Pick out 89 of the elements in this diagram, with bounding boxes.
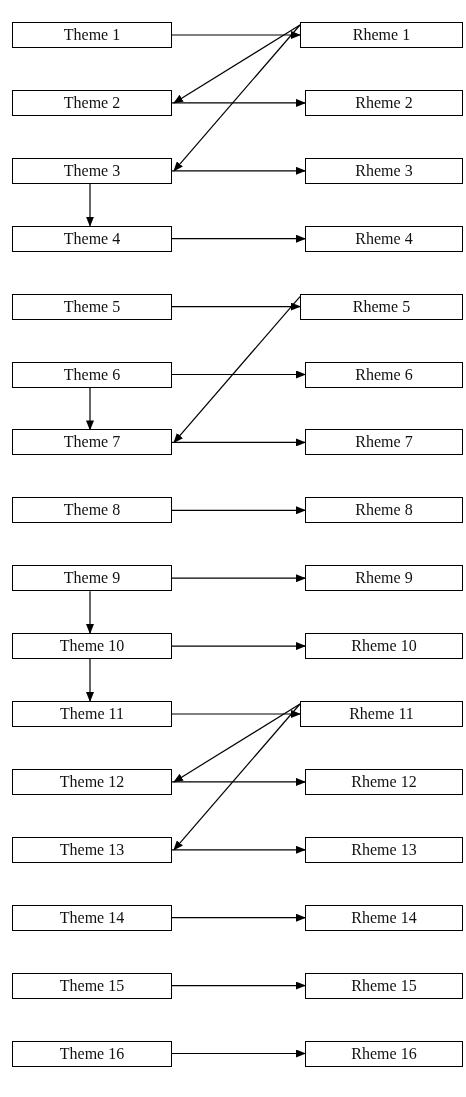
arrow xyxy=(86,183,94,227)
rheme-box xyxy=(305,972,463,999)
arrow xyxy=(173,703,301,851)
arrow xyxy=(171,913,306,922)
box-label: Rheme 3 xyxy=(355,161,413,180)
rheme-box xyxy=(305,565,463,592)
theme-box xyxy=(12,89,172,116)
rheme-box xyxy=(305,429,463,456)
box-label: Rheme 12 xyxy=(351,772,417,791)
arrow xyxy=(173,24,301,104)
theme-box xyxy=(12,497,172,524)
rheme-box xyxy=(300,701,463,727)
arrow xyxy=(171,31,301,39)
box-label: Theme 5 xyxy=(63,297,121,316)
box-label: Rheme 2 xyxy=(355,93,413,112)
arrow xyxy=(173,296,301,444)
rheme-box xyxy=(305,768,463,795)
box-label: Rheme 7 xyxy=(355,433,413,452)
box-label: Theme 10 xyxy=(59,637,125,656)
box-label: Rheme 8 xyxy=(355,501,413,520)
arrow xyxy=(171,438,306,447)
rheme-box xyxy=(300,293,463,320)
box-label: Rheme 4 xyxy=(355,229,413,248)
rheme-box xyxy=(305,633,463,660)
theme-box xyxy=(12,22,172,48)
box-label: Rheme 13 xyxy=(351,840,417,859)
arrow xyxy=(86,658,94,702)
box-label: Theme 16 xyxy=(59,1044,125,1063)
box-label: Theme 6 xyxy=(63,365,121,384)
theme-box xyxy=(12,225,172,252)
box-label: Theme 8 xyxy=(63,501,121,520)
arrow xyxy=(171,370,306,379)
arrow xyxy=(171,981,306,990)
box-label: Theme 7 xyxy=(63,433,121,452)
box-label: Theme 12 xyxy=(59,772,125,791)
arrow xyxy=(171,234,306,243)
arrow xyxy=(173,24,301,172)
box-label: Theme 9 xyxy=(63,569,121,588)
arrow xyxy=(171,302,301,311)
rheme-box xyxy=(305,225,463,252)
arrow xyxy=(86,590,94,635)
arrow xyxy=(171,710,301,718)
rheme-box xyxy=(305,157,463,184)
rheme-box xyxy=(305,836,463,863)
box-label: Theme 2 xyxy=(63,93,121,112)
rheme-box xyxy=(305,497,463,524)
box-label: Rheme 16 xyxy=(351,1044,417,1063)
rheme-box xyxy=(300,22,463,48)
box-label: Theme 14 xyxy=(59,908,125,927)
arrow xyxy=(173,703,301,783)
arrow xyxy=(171,166,306,175)
theme-box xyxy=(12,361,172,388)
theme-box xyxy=(12,1040,172,1067)
theme-box xyxy=(12,429,172,456)
box-label: Rheme 11 xyxy=(349,705,414,723)
rheme-box xyxy=(305,1040,463,1067)
box-label: Theme 3 xyxy=(63,161,121,180)
theme-box xyxy=(12,972,172,999)
rheme-box xyxy=(305,89,463,116)
theme-box xyxy=(12,768,172,795)
box-label: Rheme 9 xyxy=(355,569,413,588)
box-label: Rheme 14 xyxy=(351,908,417,927)
box-label: Rheme 10 xyxy=(351,637,417,656)
box-label: Theme 15 xyxy=(59,976,125,995)
arrow xyxy=(171,1049,306,1058)
box-label: Rheme 5 xyxy=(352,297,411,316)
arrow xyxy=(171,642,306,651)
arrow xyxy=(171,777,306,786)
rheme-box xyxy=(305,904,463,931)
arrow xyxy=(171,98,306,107)
box-label: Theme 11 xyxy=(60,705,124,723)
box-label: Rheme 1 xyxy=(352,26,411,44)
box-label: Rheme 15 xyxy=(351,976,417,995)
arrow xyxy=(171,574,306,583)
rheme-box xyxy=(305,361,463,388)
theme-box xyxy=(12,157,172,184)
theme-box xyxy=(12,836,172,863)
theme-box xyxy=(12,904,172,931)
arrow xyxy=(171,506,306,515)
theme-box xyxy=(12,701,172,727)
box-label: Theme 4 xyxy=(63,229,121,248)
box-label: Theme 1 xyxy=(63,26,121,44)
theme-box xyxy=(12,633,172,660)
box-label: Theme 13 xyxy=(59,840,125,859)
box-label: Rheme 6 xyxy=(355,365,413,384)
arrow xyxy=(171,845,306,854)
theme-box xyxy=(12,293,172,320)
theme-box xyxy=(12,565,172,592)
arrow xyxy=(86,386,94,431)
